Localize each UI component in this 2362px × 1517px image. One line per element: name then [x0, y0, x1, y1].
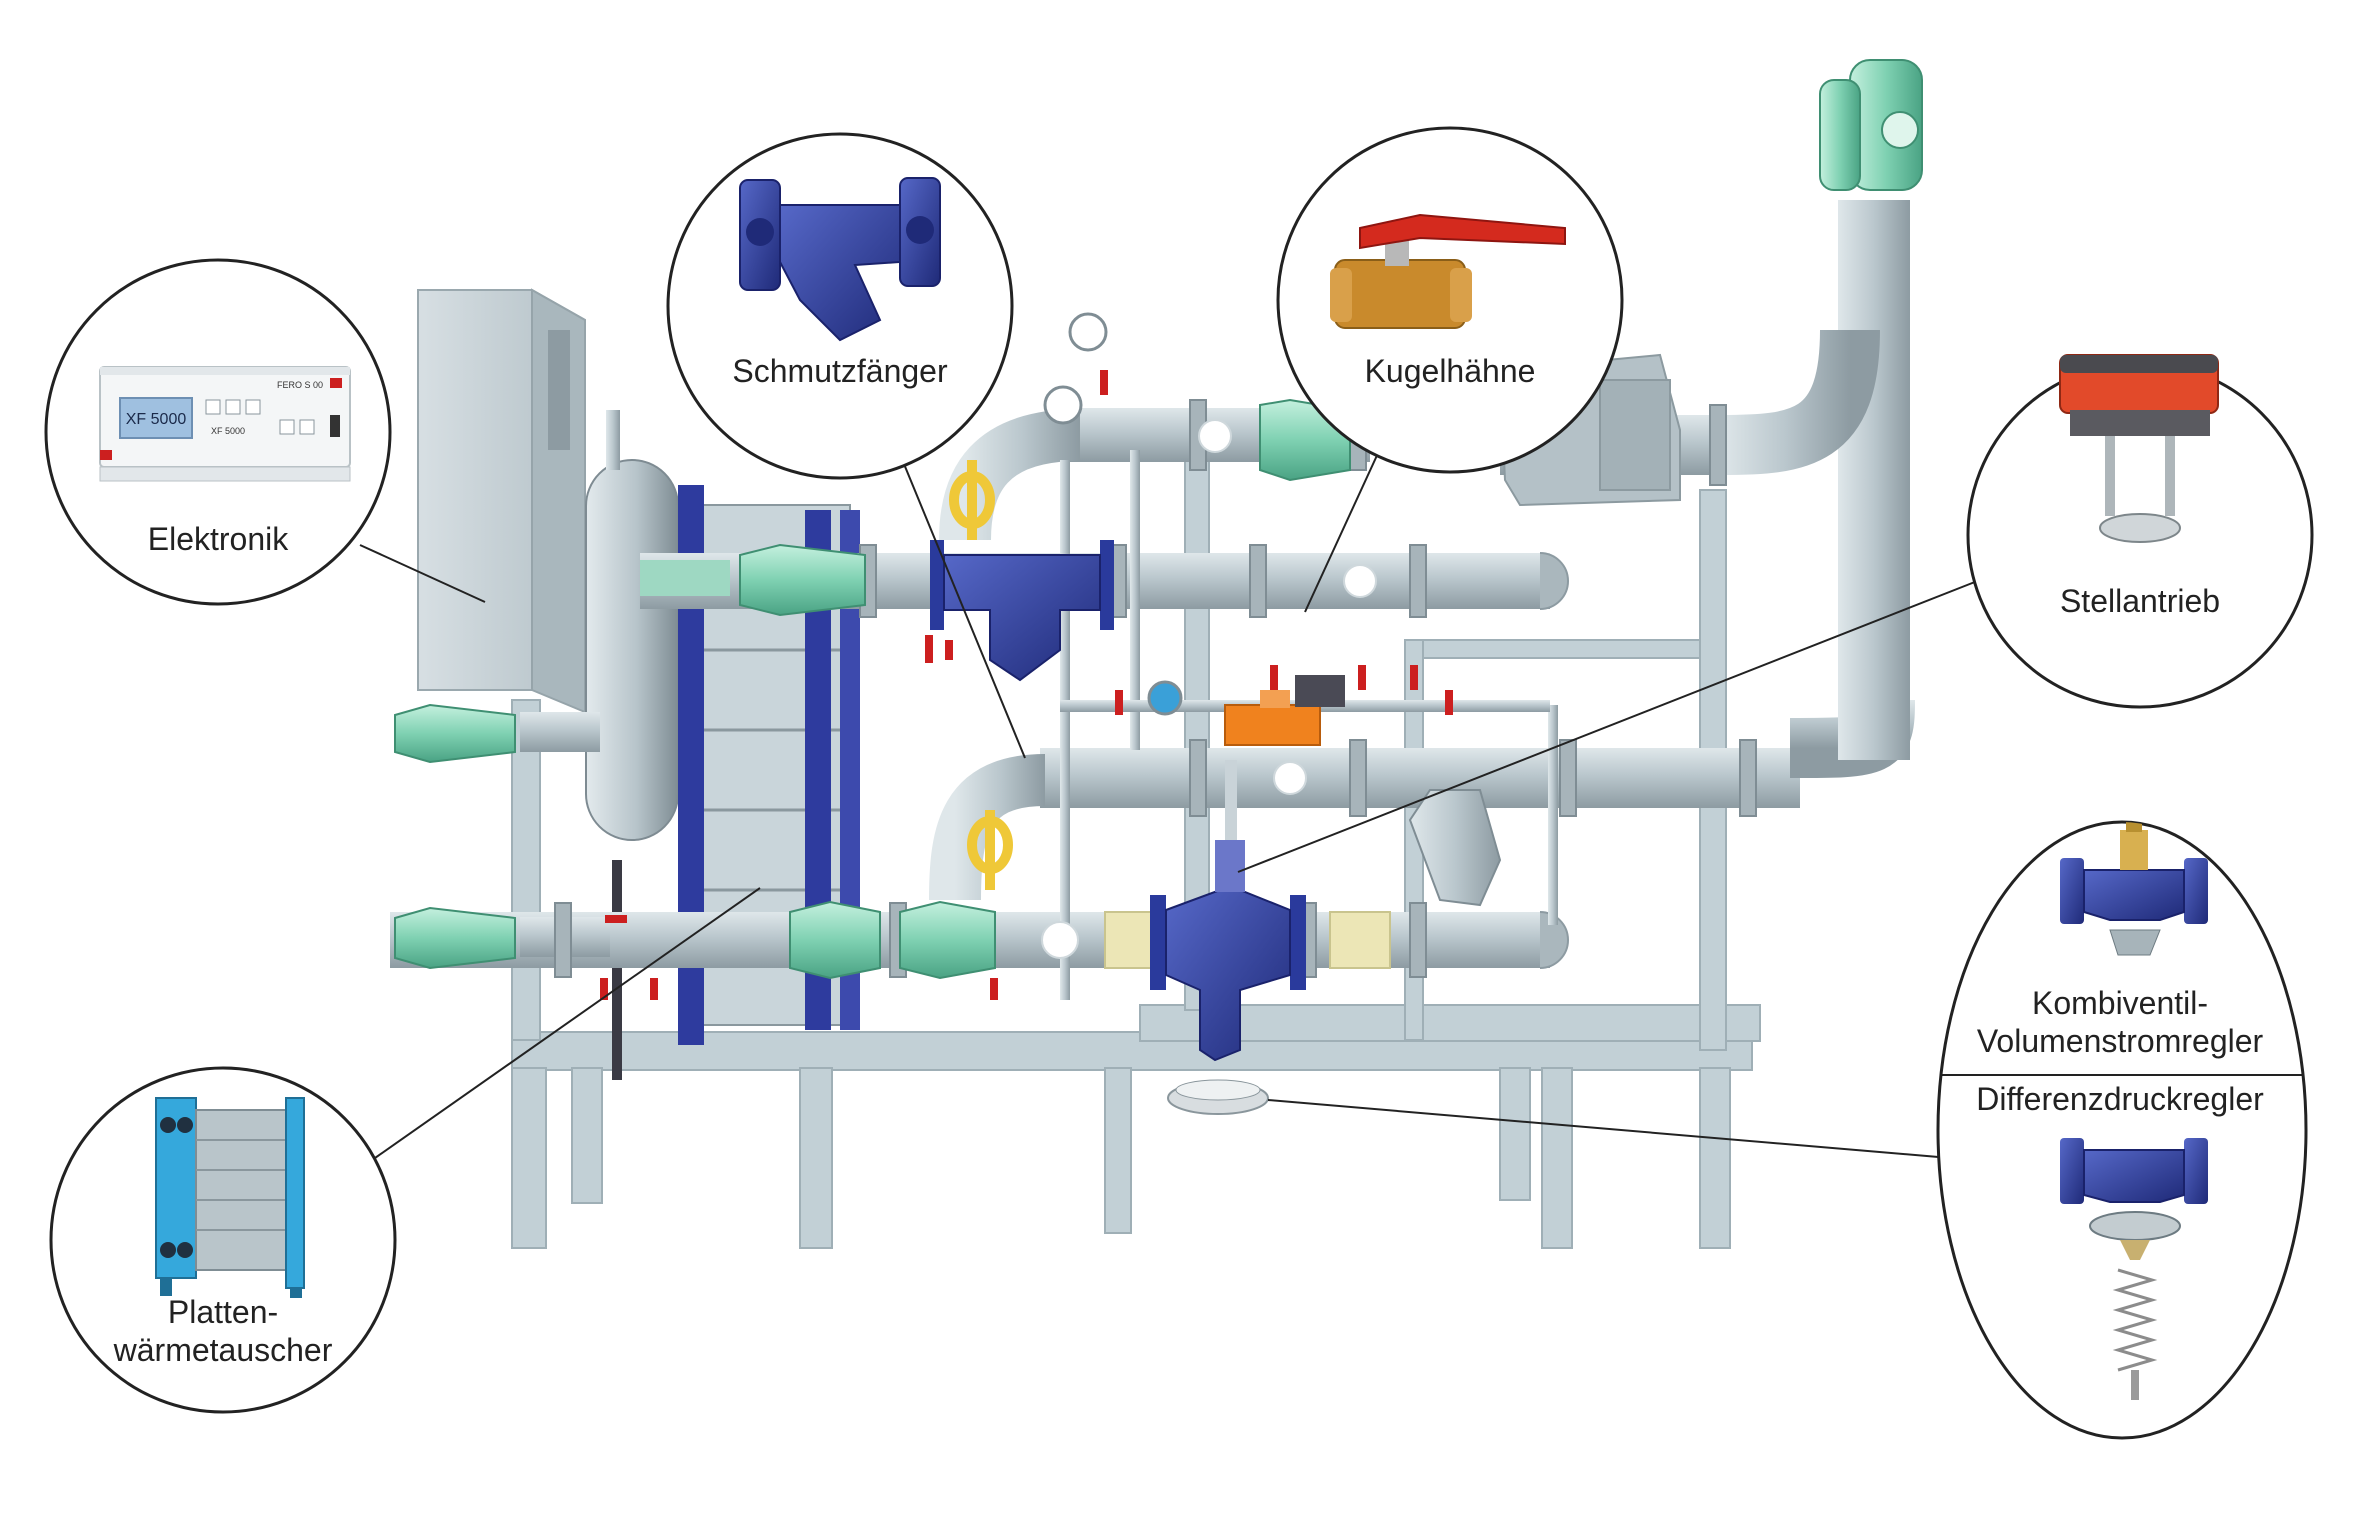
- label-kombiventil-line2: Volumenstromregler: [1976, 1023, 2264, 1059]
- label-plattenwaermetauscher-line1: Platten-: [167, 1294, 279, 1330]
- controller-device-image: XF 5000 XF 5000 FERO S 00: [99, 366, 351, 482]
- label-kombiventil: Kombiventil- Volumenstromregler: [1960, 984, 2280, 1060]
- controller-display-text: XF 5000: [126, 411, 187, 428]
- ball-valve-handles: [600, 370, 1453, 1000]
- plate-heat-exchanger-icon: [155, 1097, 305, 1298]
- strainer-valve-main: [930, 540, 1114, 682]
- support-frame: [511, 449, 1761, 1249]
- pressure-regulator-diaphragm: [1167, 1079, 1269, 1115]
- green-reducers: [394, 59, 1923, 980]
- label-stellantrieb: Stellantrieb: [2059, 583, 2221, 619]
- secondary-strainer: [1408, 789, 1502, 907]
- label-schmutzfaenger: Schmutzfänger: [732, 353, 948, 389]
- label-kugelhaehne: Kugelhähne: [1364, 353, 1536, 389]
- label-elektronik: Elektronik: [147, 521, 289, 557]
- label-kombiventil-line1: Kombiventil-: [2031, 985, 2209, 1021]
- strainer-icon: [739, 177, 941, 342]
- controller-brand-text: FERO S 00: [277, 380, 323, 390]
- pressure-gauges: [1043, 312, 1183, 716]
- combi-valve-icon: [2060, 822, 2208, 956]
- actuator-icon: [2059, 354, 2219, 543]
- control-cabinet: [417, 288, 586, 714]
- ball-valve-icon: [1330, 213, 1566, 329]
- label-plattenwaermetauscher: Platten- wärmetauscher: [93, 1293, 353, 1369]
- pipe-openings: [1041, 419, 1377, 959]
- differential-pressure-regulator-icon: [2060, 1138, 2208, 1400]
- label-differenzdruckregler: Differenzdruckregler: [1976, 1081, 2264, 1117]
- callout-leader-lines: [359, 429, 1986, 1159]
- label-plattenwaermetauscher-line2: wärmetauscher: [113, 1332, 333, 1368]
- controller-model-text: XF 5000: [211, 426, 245, 436]
- yellow-gaskets: [949, 460, 1013, 890]
- combi-valve-main: [1150, 760, 1306, 1062]
- actuator-assembly: [1224, 675, 1345, 746]
